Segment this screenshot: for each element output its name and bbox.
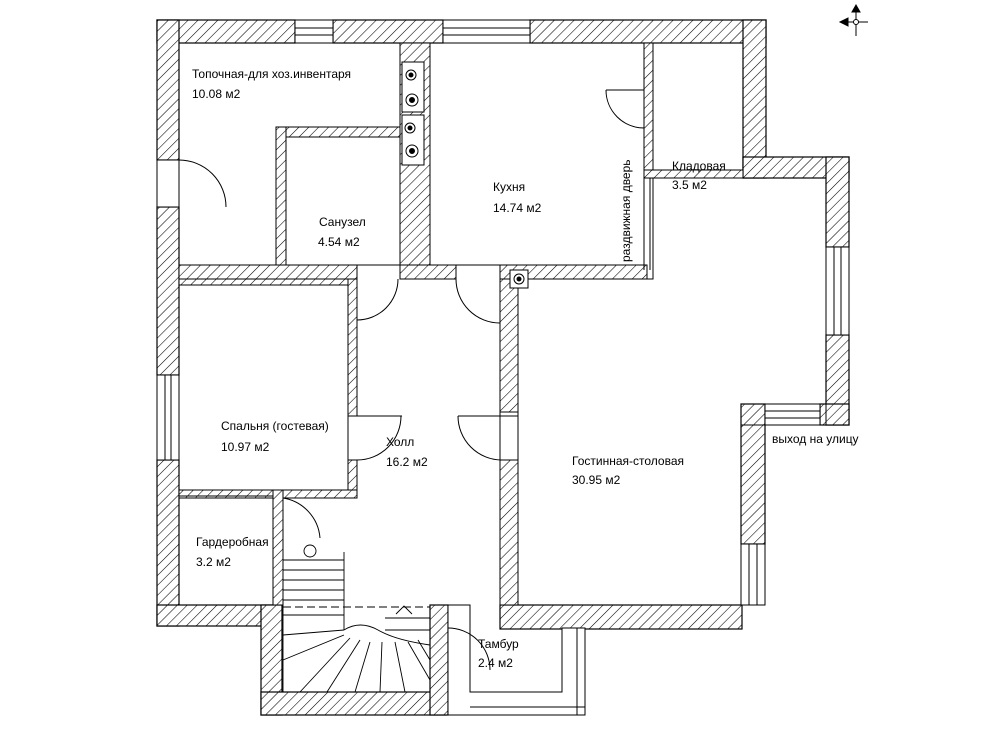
- room-name: Холл: [386, 435, 414, 449]
- room-area: 16.2 м2: [386, 455, 428, 469]
- room-name: Гардеробная: [196, 535, 269, 549]
- room-name: Кладовая: [672, 159, 726, 173]
- room-area: 2.4 м2: [478, 656, 513, 670]
- room-outlines: [178, 42, 827, 606]
- exit-label: выход на улицу: [772, 432, 859, 446]
- staircase: [282, 544, 431, 693]
- room-name: Санузел: [319, 215, 366, 229]
- doors: [156, 89, 651, 671]
- room-name: Топочная-для хоз.инвентаря: [192, 67, 351, 81]
- room-area: 10.97 м2: [221, 440, 270, 454]
- boiler-stoves: [401, 61, 425, 166]
- room-area: 14.74 м2: [493, 201, 542, 215]
- room-name: Спальня (гостевая): [221, 419, 329, 433]
- room-area: 3.5 м2: [672, 178, 707, 192]
- interior-walls: [178, 42, 744, 606]
- compass-icon: [838, 3, 868, 36]
- room-name: Тамбур: [478, 637, 519, 651]
- chimney-icon: [509, 269, 529, 289]
- room-name: Гостинная-столовая: [572, 454, 684, 468]
- room-area: 4.54 м2: [318, 235, 360, 249]
- room-area: 30.95 м2: [572, 473, 621, 487]
- room-labels: Топочная-для хоз.инвентаря 10.08 м2 Сану…: [192, 67, 859, 670]
- room-area: 3.2 м2: [196, 555, 231, 569]
- windows: [156, 19, 850, 716]
- room-area: 10.08 м2: [192, 87, 241, 101]
- sliding-door-label: раздвижная дверь: [619, 159, 633, 262]
- room-name: Кухня: [493, 180, 525, 194]
